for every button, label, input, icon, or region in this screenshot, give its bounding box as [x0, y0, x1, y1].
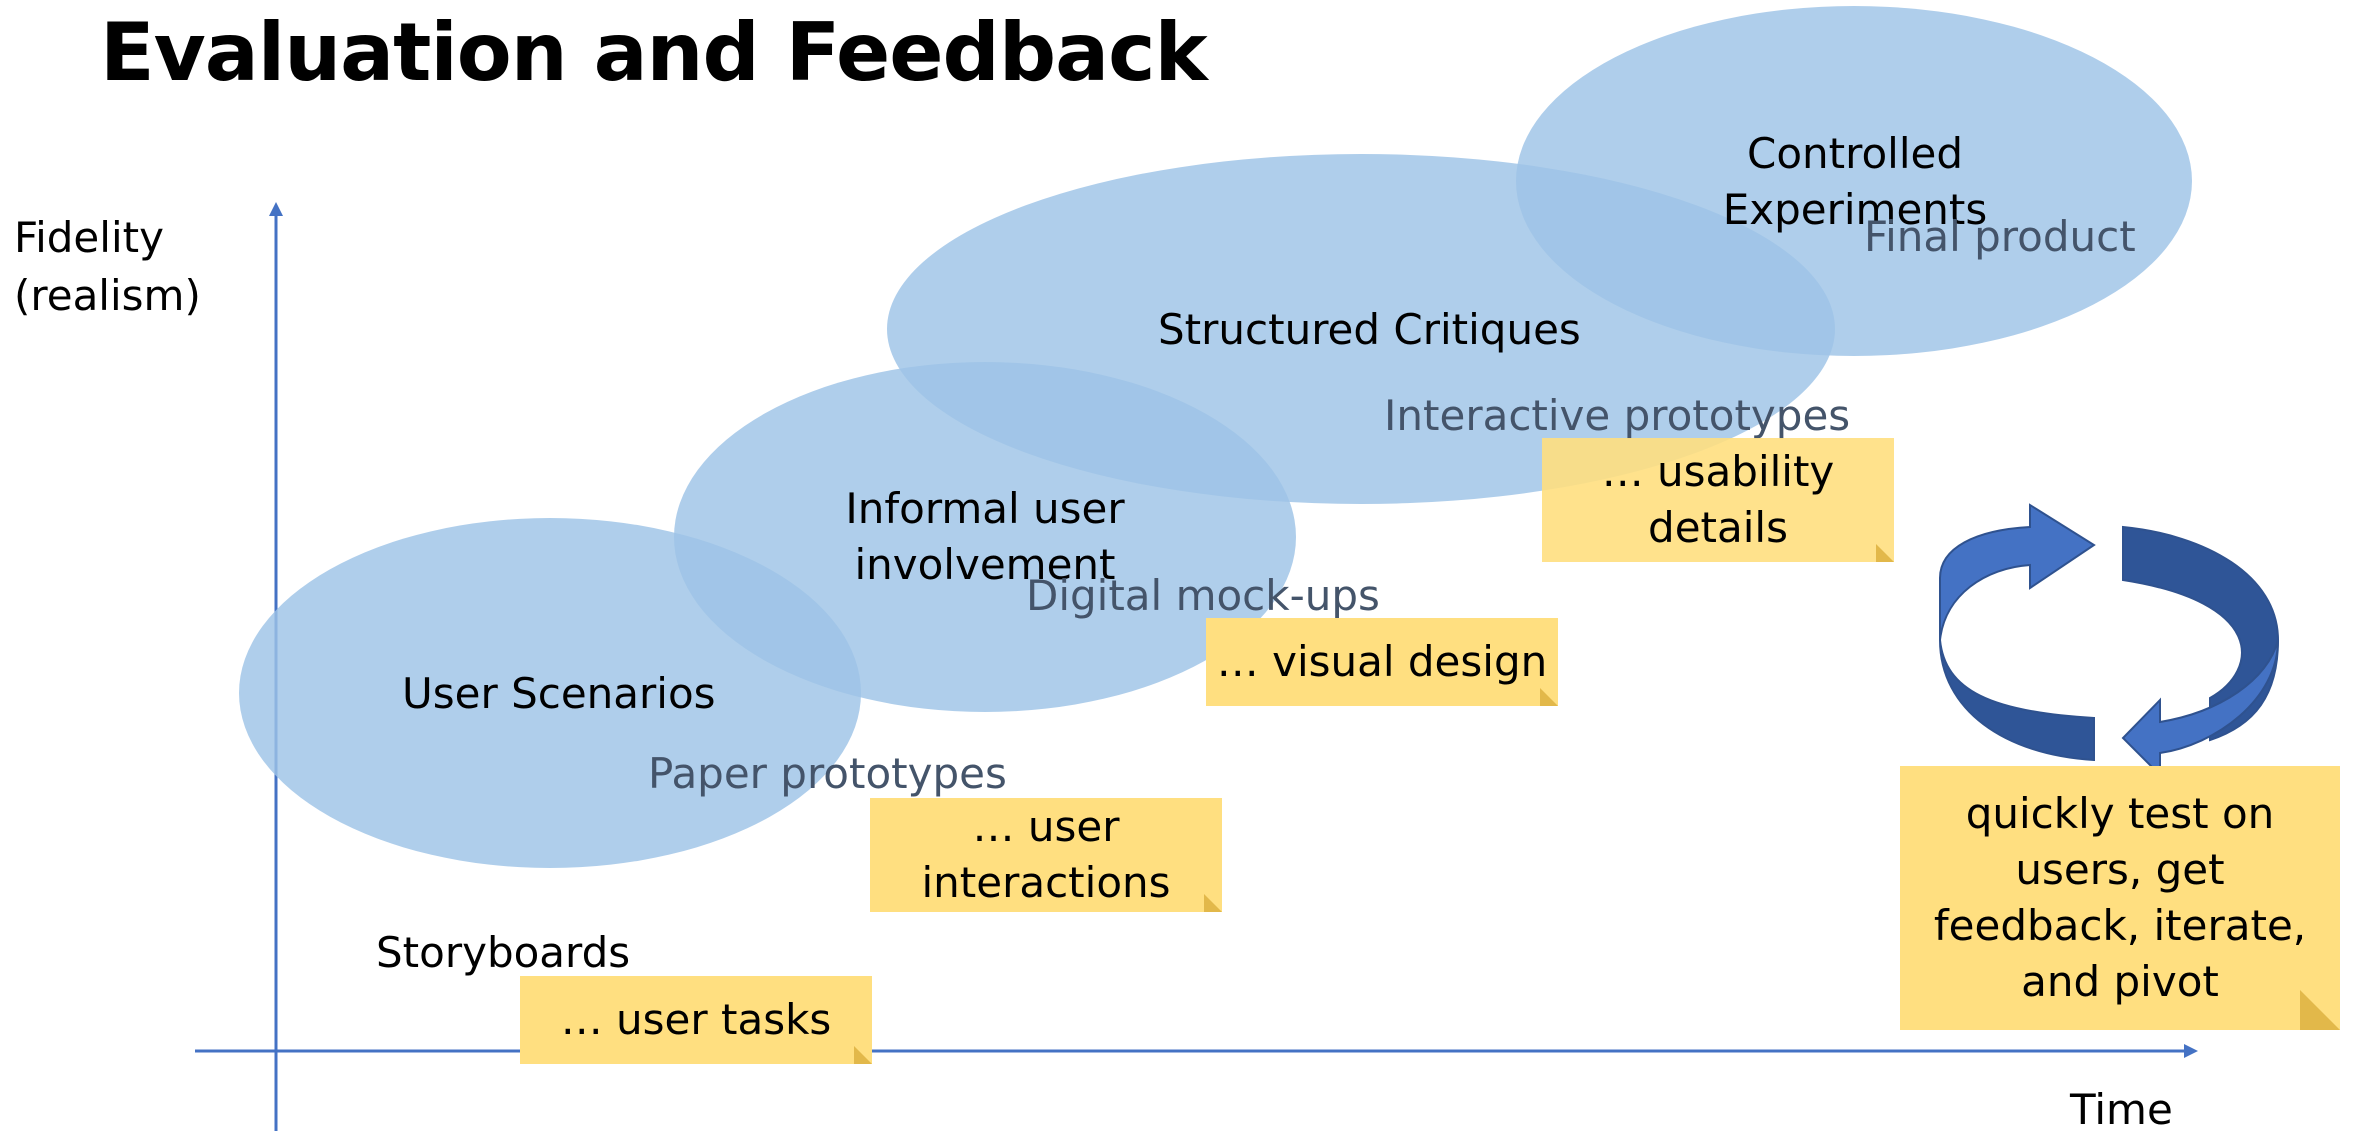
method-label-line: Informal user: [845, 484, 1125, 533]
note-fold: [2300, 990, 2340, 1030]
note-text: … visual design: [1216, 637, 1548, 686]
prototype-label-final-product: Final product: [1864, 212, 2136, 261]
y-axis-label-line2: (realism): [14, 271, 201, 320]
note-usability-details: … usability details: [1542, 438, 1894, 562]
note-text: users, get: [2015, 845, 2225, 894]
note-text: interactions: [921, 858, 1171, 907]
note-text: details: [1648, 503, 1788, 552]
y-axis-label-line1: Fidelity: [14, 213, 164, 262]
note-text: feedback, iterate,: [1933, 901, 2307, 950]
note-fold: [1876, 544, 1894, 562]
page-title: Evaluation and Feedback: [100, 6, 1208, 99]
note-iterate-cycle: quickly test on users, get feedback, ite…: [1900, 766, 2340, 1030]
x-axis-label: Time: [2070, 1085, 2173, 1134]
note-user-interactions: … user interactions: [870, 798, 1222, 912]
cycle-arrows-icon: [1939, 503, 2280, 778]
method-label-informal-user-involvement: Informal user involvement: [820, 481, 1150, 593]
note-fold: [1204, 894, 1222, 912]
method-label-line: Controlled: [1747, 129, 1963, 178]
note-text: … user: [972, 802, 1120, 851]
method-label-line: Experiments: [1722, 185, 1988, 234]
method-label-user-scenarios: User Scenarios: [402, 669, 716, 718]
note-user-tasks: … user tasks: [520, 976, 872, 1064]
note-visual-design: … visual design: [1206, 618, 1558, 706]
note-fold: [854, 1046, 872, 1064]
prototype-label-paper-prototypes: Paper prototypes: [648, 749, 1007, 798]
note-text: … usability: [1601, 447, 1835, 496]
method-label-controlled-experiments: Controlled Experiments: [1700, 126, 2010, 238]
method-label-line: involvement: [854, 540, 1116, 589]
prototype-label-storyboards: Storyboards: [376, 928, 631, 977]
note-fold: [1540, 688, 1558, 706]
prototype-label-digital-mock-ups: Digital mock-ups: [1026, 571, 1380, 620]
note-text: … user tasks: [560, 995, 832, 1044]
ellipse-controlled-experiments: [1516, 6, 2192, 356]
method-label-structured-critiques: Structured Critiques: [1158, 305, 1581, 354]
note-text: and pivot: [2021, 957, 2219, 1006]
prototype-label-interactive-prototypes: Interactive prototypes: [1384, 391, 1851, 440]
note-text: quickly test on: [1965, 789, 2275, 838]
